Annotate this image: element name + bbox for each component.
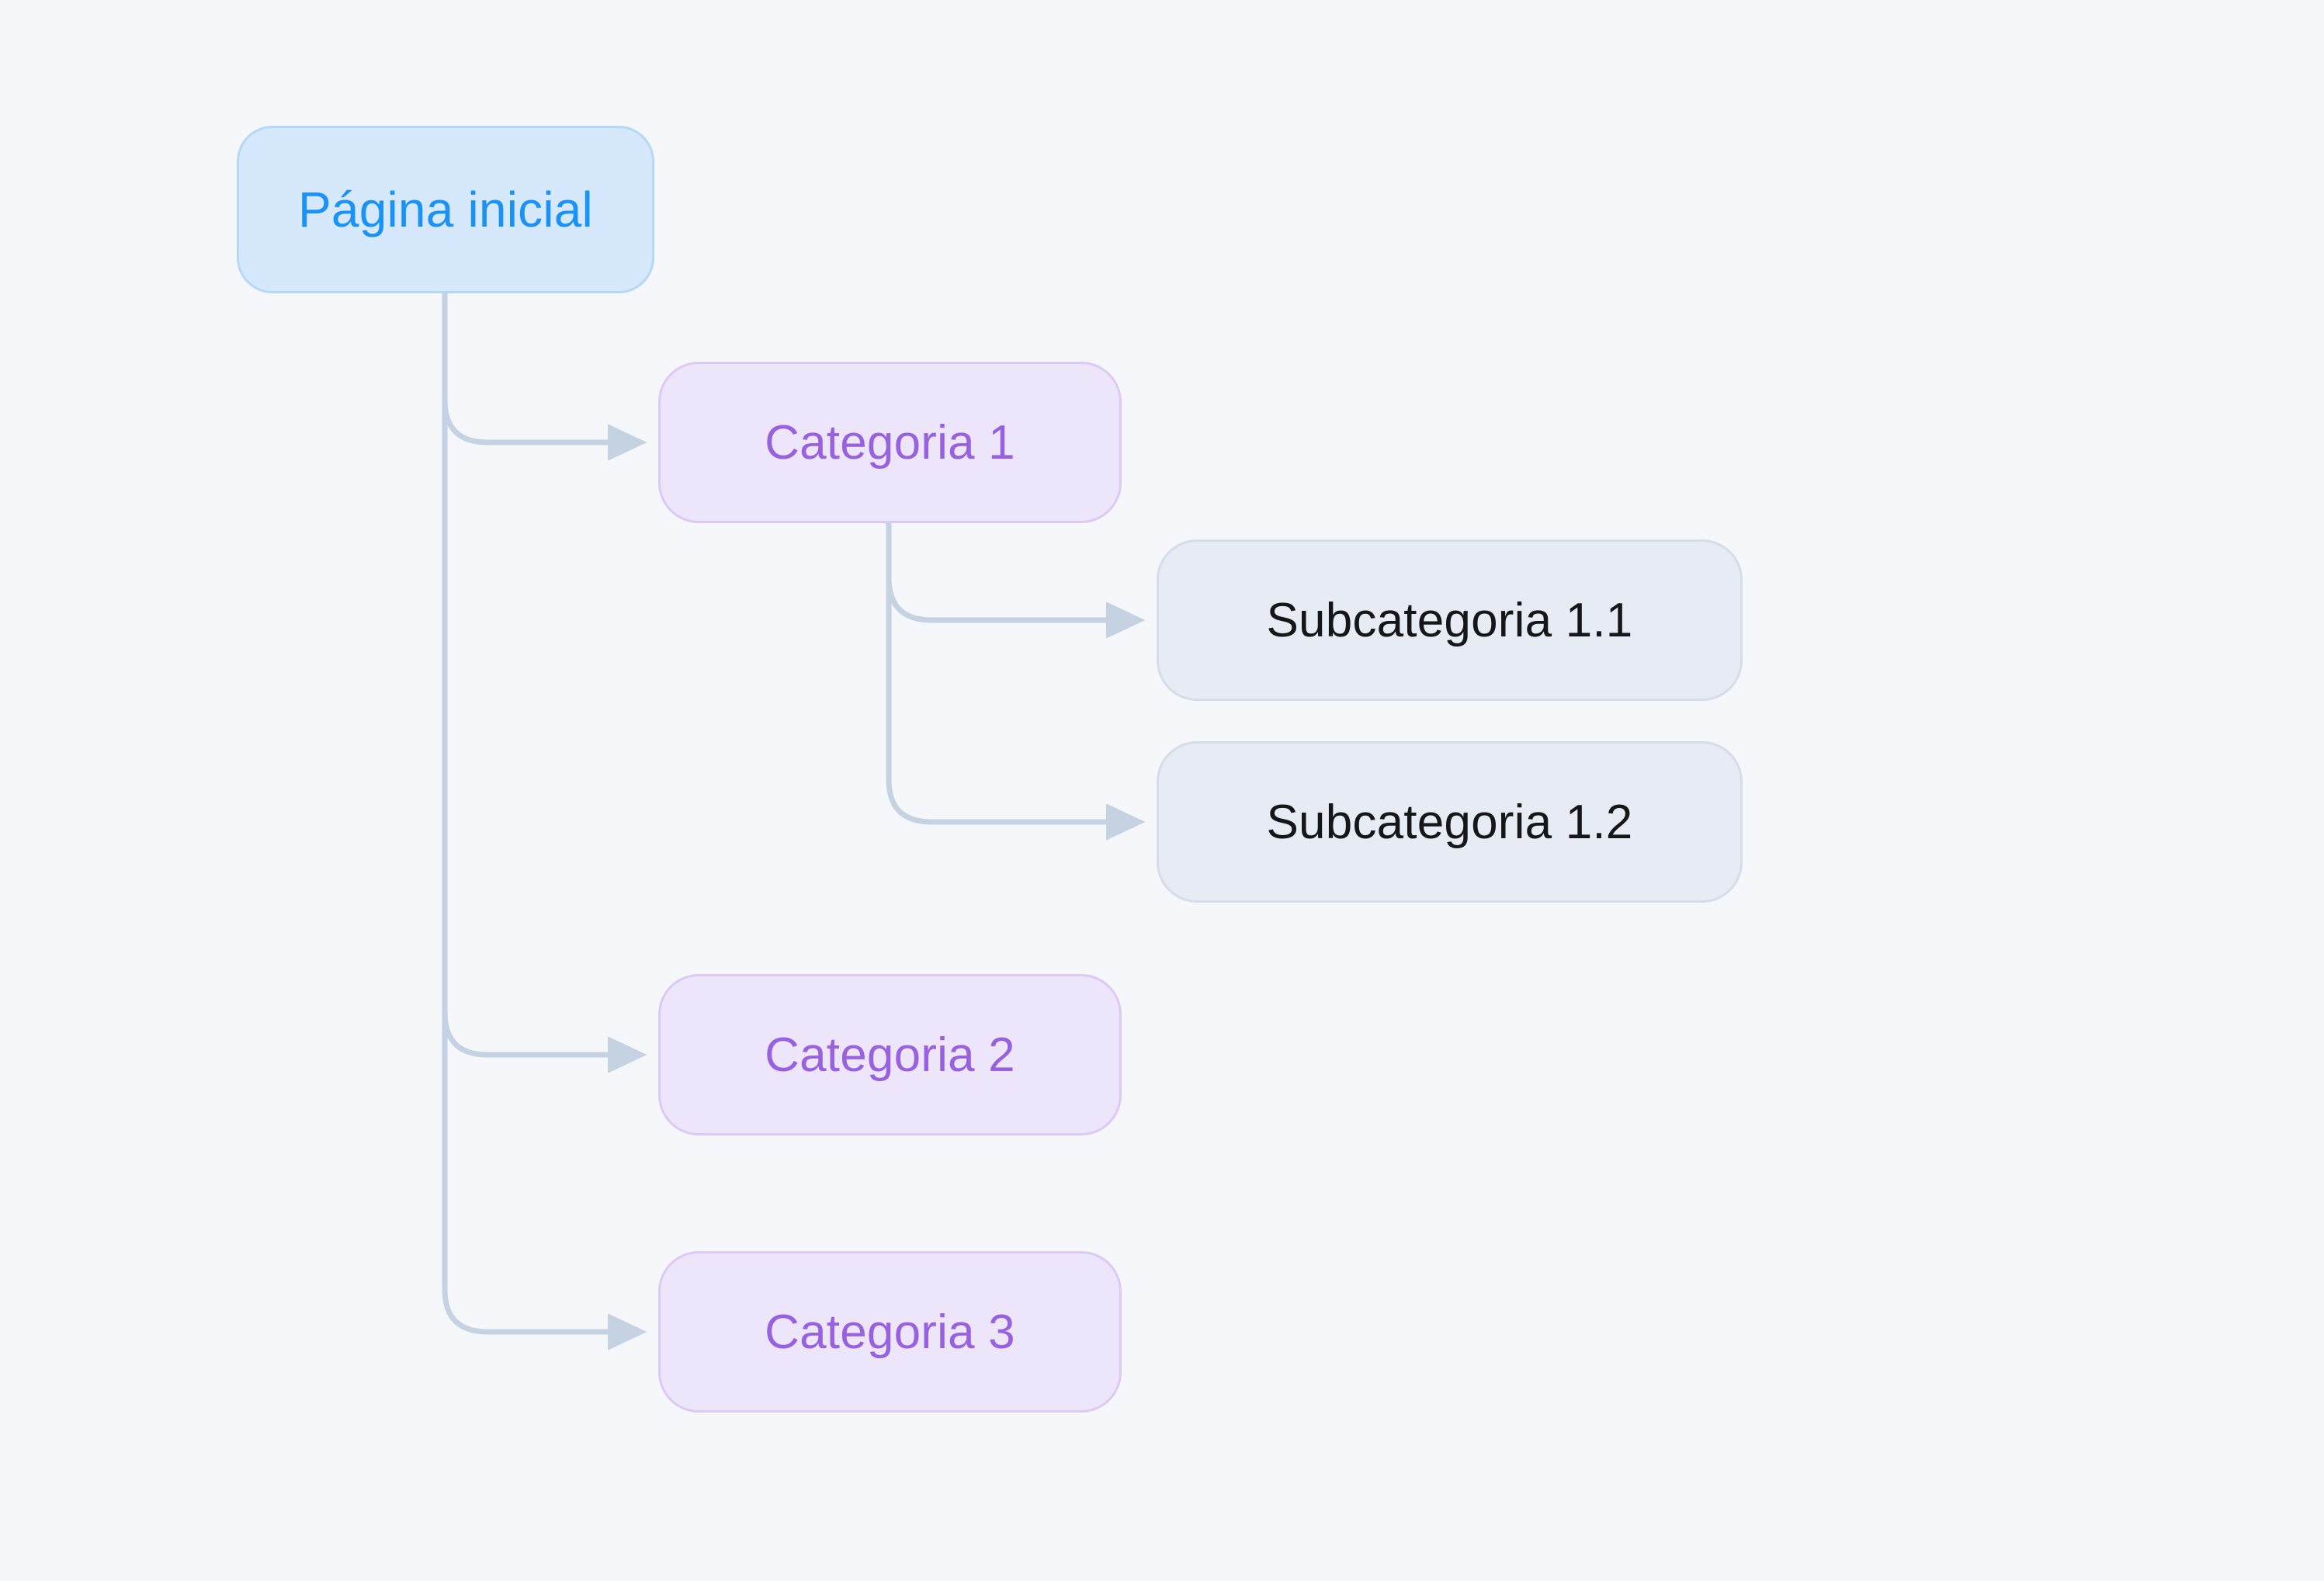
node-label: Página inicial bbox=[298, 182, 593, 237]
edge-categoria-1-to-subcategoria-1-2 bbox=[886, 520, 1146, 841]
node-categoria-1[interactable]: Categoria 1 bbox=[658, 362, 1122, 523]
node-label: Categoria 1 bbox=[765, 415, 1015, 470]
node-label: Subcategoria 1.2 bbox=[1266, 795, 1633, 849]
node-label: Categoria 2 bbox=[765, 1028, 1015, 1082]
node-label: Categoria 3 bbox=[765, 1305, 1015, 1359]
node-categoria-3[interactable]: Categoria 3 bbox=[658, 1251, 1122, 1413]
node-subcategoria-1-1[interactable]: Subcategoria 1.1 bbox=[1157, 539, 1743, 701]
node-pagina-inicial[interactable]: Página inicial bbox=[237, 126, 654, 293]
node-subcategoria-1-2[interactable]: Subcategoria 1.2 bbox=[1157, 741, 1743, 903]
edge-root-to-categoria-3 bbox=[442, 290, 647, 1350]
node-categoria-2[interactable]: Categoria 2 bbox=[658, 974, 1122, 1135]
edge-root-to-categoria-2 bbox=[442, 290, 647, 1073]
node-label: Subcategoria 1.1 bbox=[1266, 593, 1633, 647]
edge-root-to-categoria-1 bbox=[442, 290, 647, 461]
edge-categoria-1-to-subcategoria-1-1 bbox=[886, 520, 1146, 639]
